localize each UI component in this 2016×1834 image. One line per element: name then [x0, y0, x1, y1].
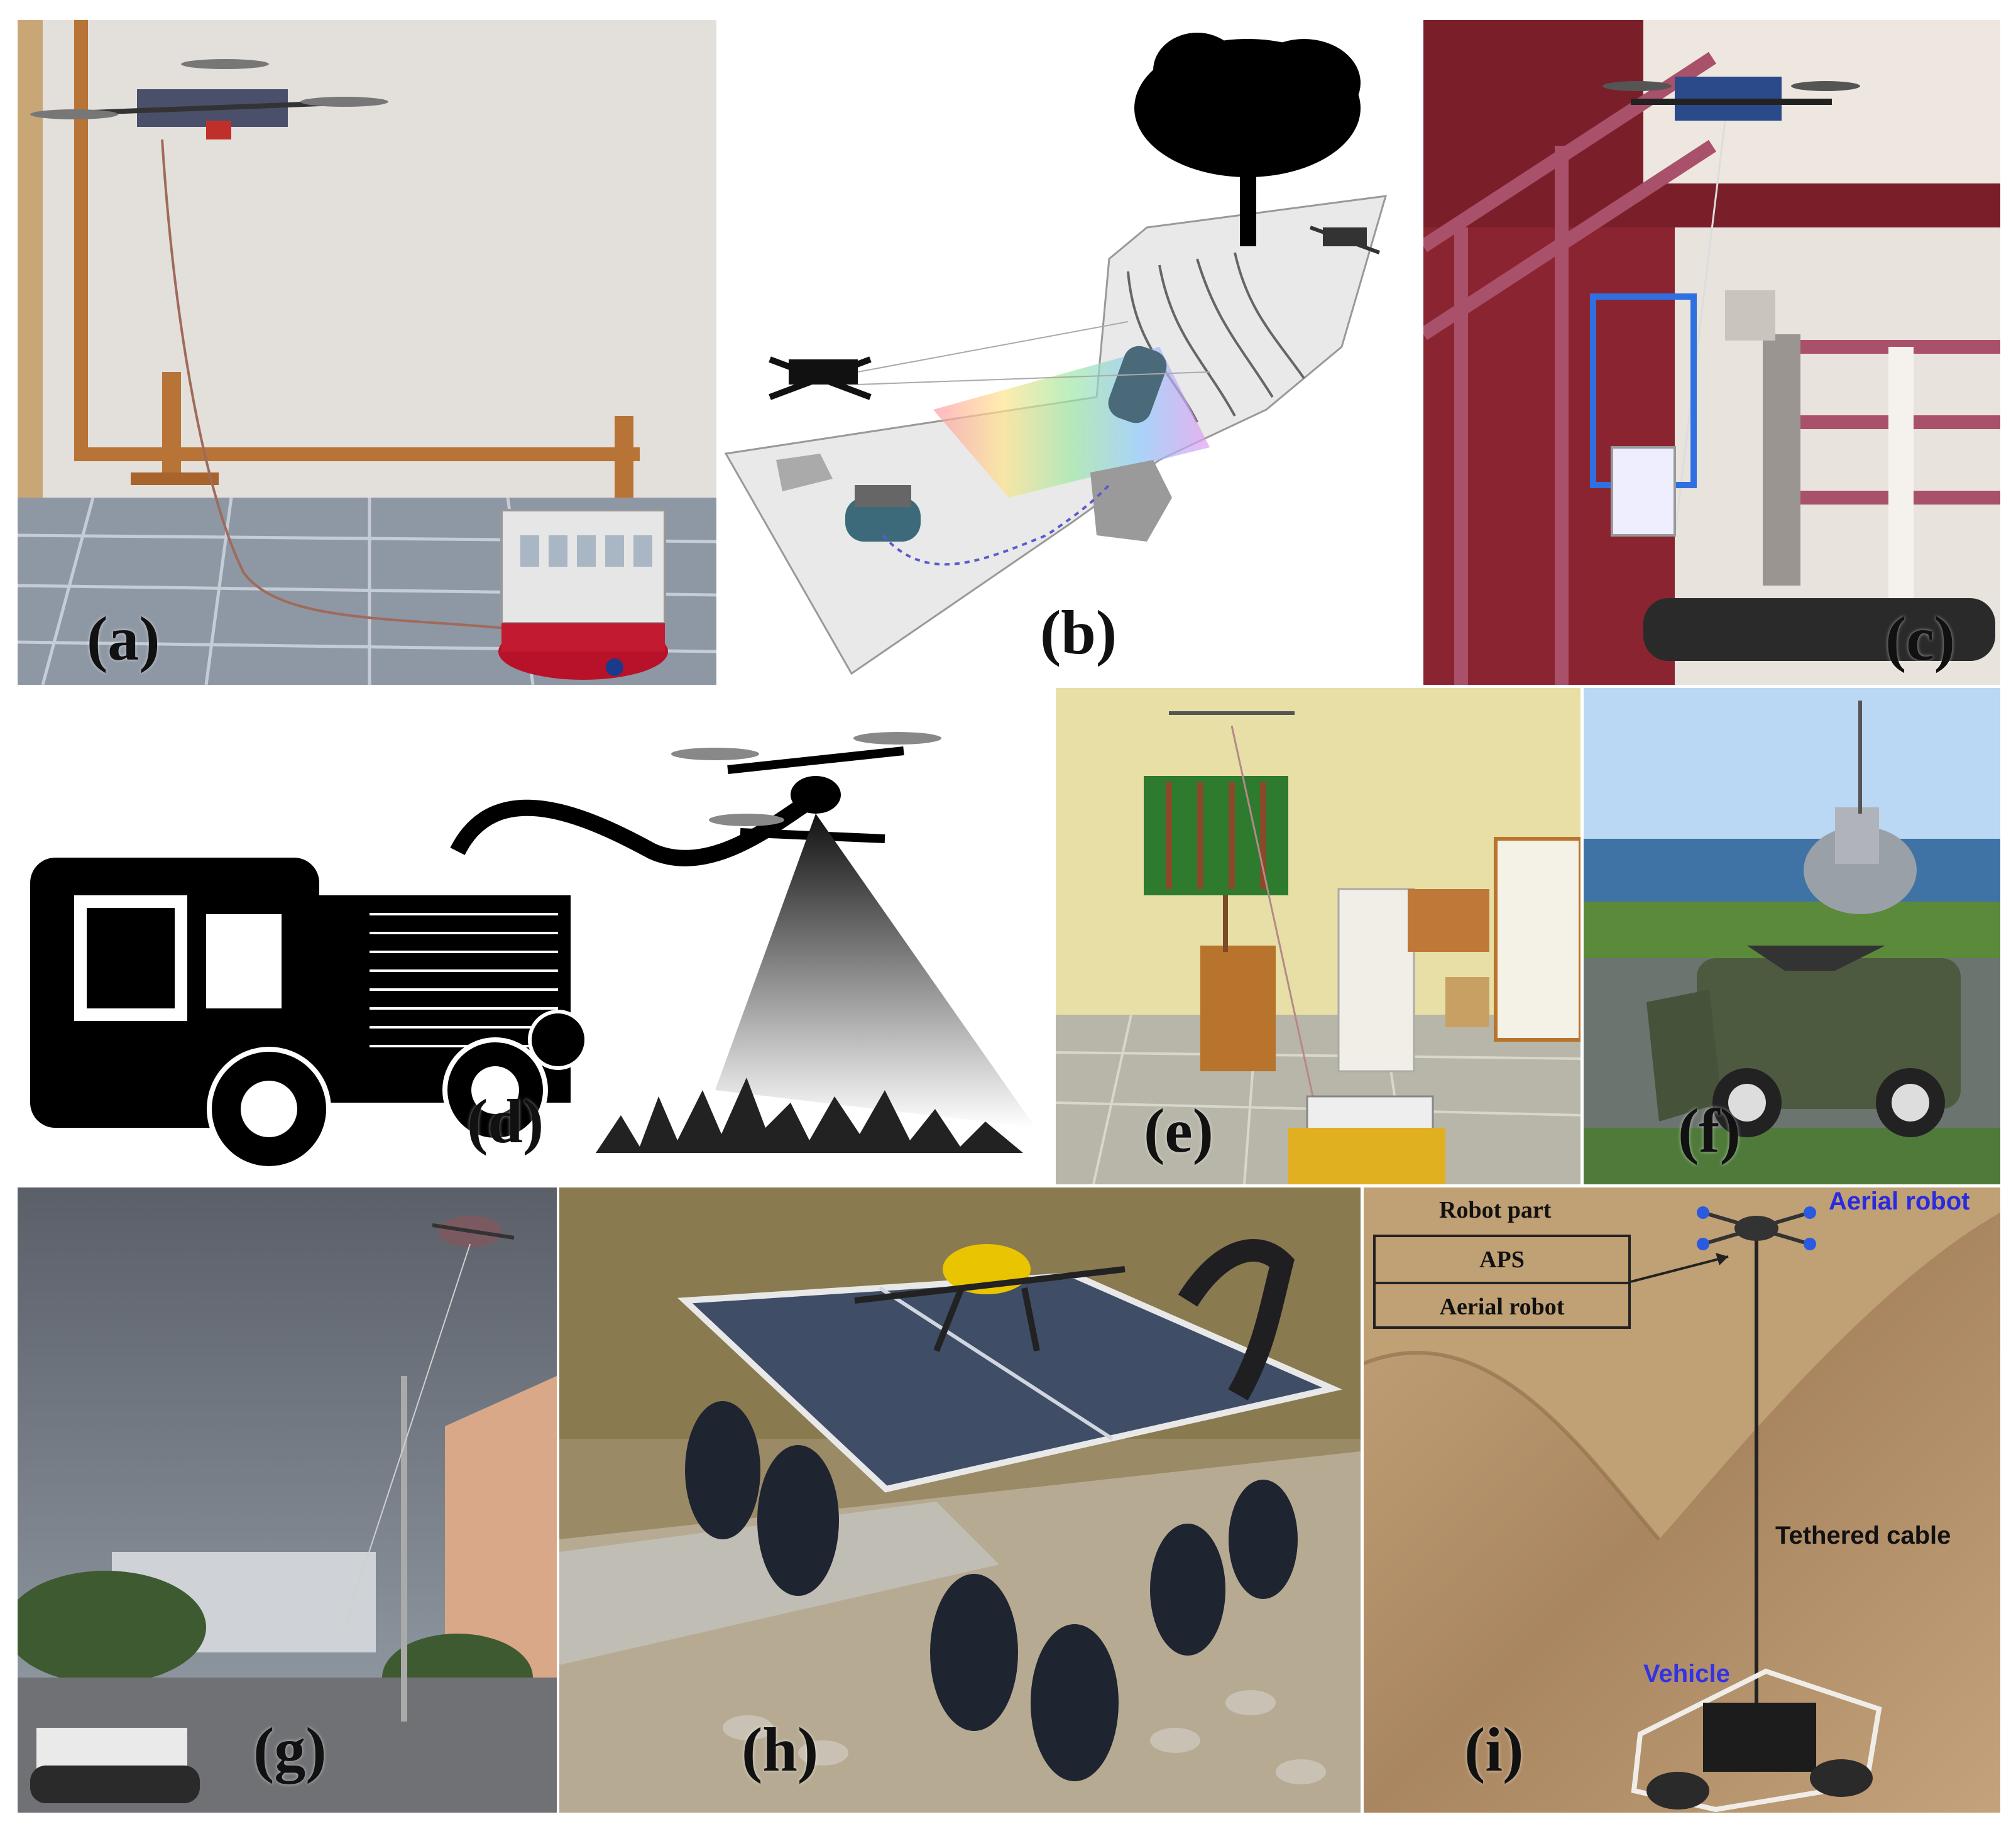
- panel-b-illustration: (b): [720, 20, 1417, 685]
- panel-e-label: (e): [1144, 1096, 1213, 1165]
- drone-icon-small: [1309, 226, 1381, 254]
- vehicle-tag: Vehicle: [1643, 1660, 1730, 1688]
- panel-f-photo: (f): [1584, 688, 2000, 1184]
- aerial-robot-cell: Aerial robot: [1376, 1284, 1628, 1329]
- panel-b-label: (b): [1040, 598, 1117, 667]
- solar-rover-icon: [677, 1272, 1342, 1781]
- drone-icon: [1602, 77, 1860, 121]
- panel-i-simulation: Robot part APS Aerial robot Aerial robot…: [1364, 1187, 2000, 1813]
- panel-g-photo: (g): [18, 1187, 557, 1813]
- panel-a-label: (a): [87, 604, 160, 674]
- robot-part-title: Robot part: [1439, 1197, 1552, 1223]
- aerial-robot-box-label: Aerial robot: [1439, 1293, 1565, 1320]
- climbing-robot-icon: [1108, 346, 1167, 423]
- aerial-robot-icon: [1804, 701, 1917, 914]
- panel-d-label: (d): [467, 1086, 544, 1156]
- ground-vehicle-icon: [1646, 946, 1961, 1137]
- panel-e-photo: (e): [1056, 688, 1580, 1184]
- panel-i-label: (i): [1464, 1715, 1524, 1784]
- ground-robot-icon: [498, 509, 668, 680]
- panel-h-photo: (h): [559, 1187, 1361, 1813]
- panel-h-label: (h): [742, 1715, 819, 1784]
- panel-d-illustration: (d): [18, 688, 1055, 1178]
- aps-label: APS: [1479, 1246, 1525, 1273]
- drone-icon: [432, 1216, 515, 1247]
- fire-truck-icon: [30, 858, 588, 1171]
- tethered-cable-label: Tethered cable: [1775, 1522, 1951, 1549]
- panel-g-label: (g): [253, 1715, 327, 1784]
- tracked-robot-icon: [845, 485, 921, 542]
- aerial-robot-tag: Aerial robot: [1829, 1187, 1970, 1215]
- fire-icon: [596, 1078, 1023, 1153]
- tracked-robot-icon: [30, 1728, 200, 1803]
- panel-f-label: (f): [1678, 1096, 1741, 1165]
- panel-a-photo: (a): [18, 20, 716, 685]
- aps-cell: APS: [1376, 1237, 1628, 1284]
- panel-a-illustration: [18, 20, 716, 685]
- drone-icon: [30, 59, 388, 139]
- annotation-arrow: [1630, 1255, 1729, 1283]
- spray-cone: [715, 814, 1036, 1128]
- vehicle-icon: [1631, 1668, 1882, 1813]
- tree-icon: [1134, 33, 1361, 246]
- robot-arm-icon: [1178, 1239, 1295, 1400]
- drone-icon: [769, 356, 872, 400]
- aerial-robot-icon: [1697, 1206, 1816, 1250]
- robot-part-table: APS Aerial robot: [1373, 1235, 1631, 1329]
- panel-c-photo: (c): [1423, 20, 2000, 685]
- panel-c-label: (c): [1885, 604, 1955, 674]
- ground-robot-icon: [1288, 1095, 1445, 1184]
- ground-robot-icon: [1590, 290, 1995, 661]
- green-panel: [1144, 776, 1288, 895]
- drone-icon: [854, 1244, 1126, 1352]
